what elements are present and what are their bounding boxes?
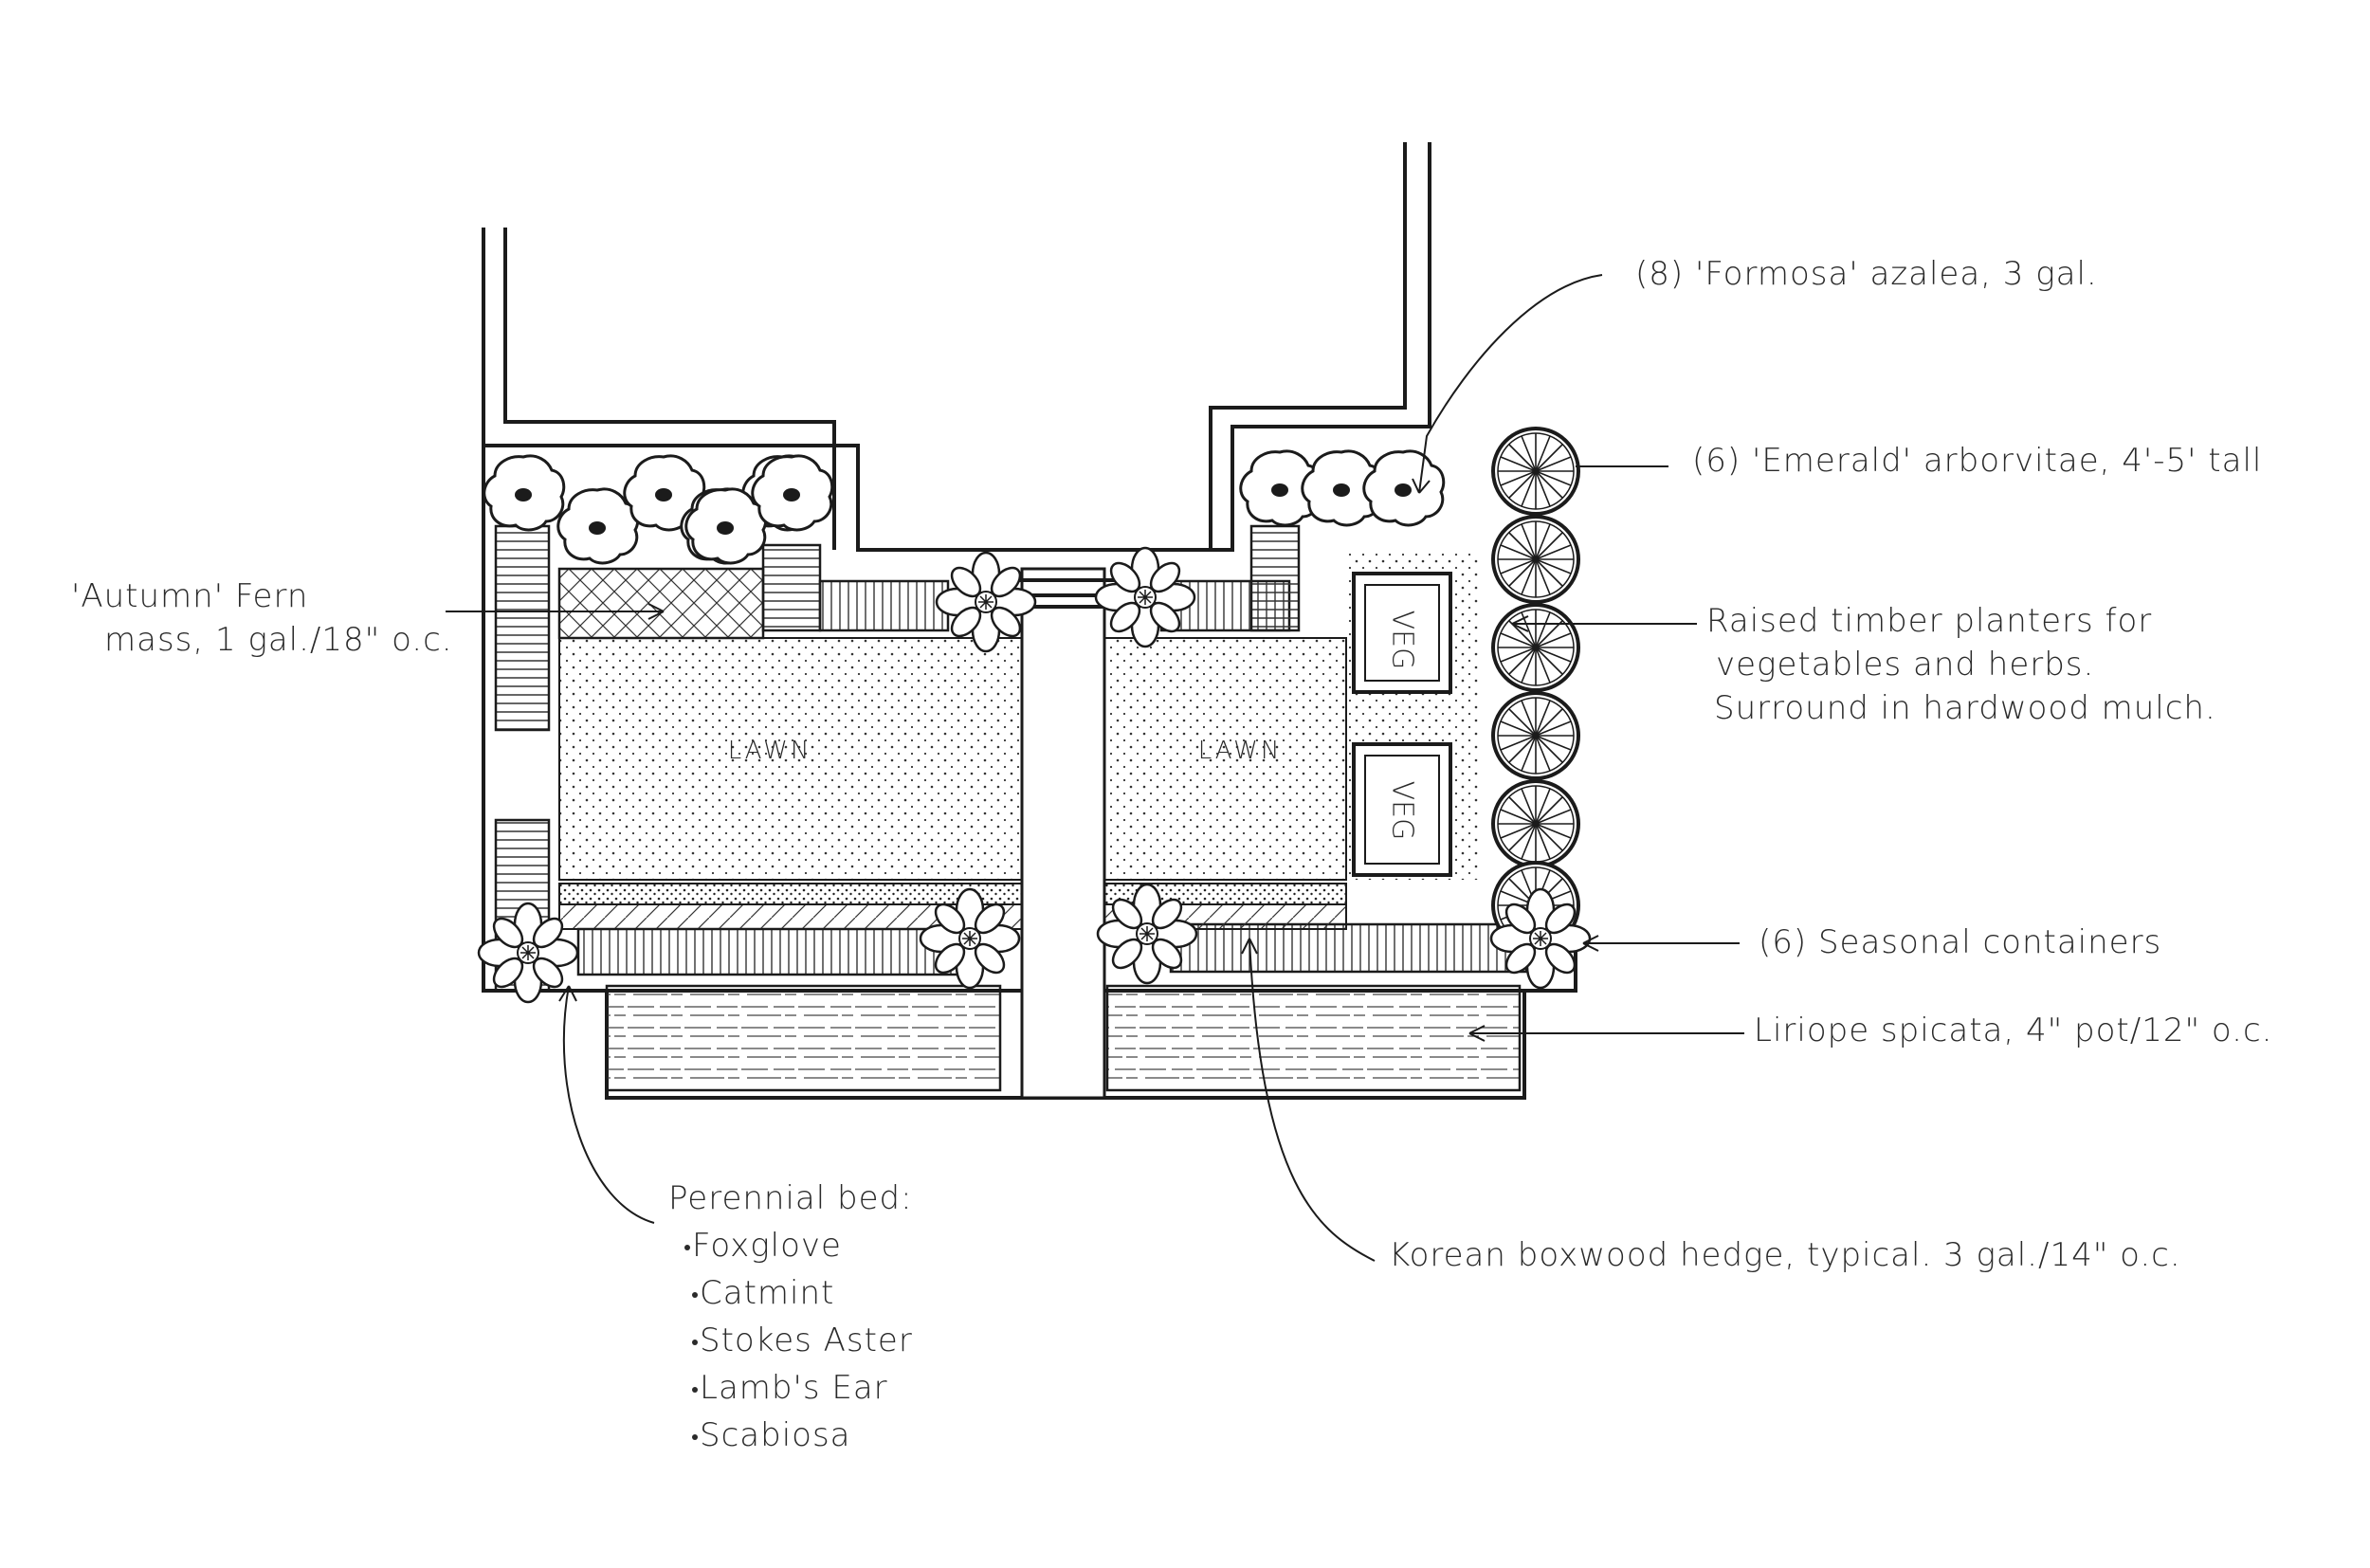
lawn-left-label: LAWN (728, 737, 812, 765)
veg-label-2: VEG (1386, 781, 1419, 841)
veg-label-1: VEG (1386, 611, 1419, 670)
callout-containers: (6) Seasonal containers (1759, 923, 2161, 961)
perennial-item-scabiosa: Scabiosa (700, 1416, 851, 1454)
callouts: (8) 'Formosa' azalea, 3 gal. (6) 'Emeral… (71, 255, 2272, 1274)
central-walkway (1003, 567, 1121, 1100)
perennial-bed-list: Perennial bed: Foxglove Catmint Stokes A… (668, 1179, 913, 1454)
leader-lines (446, 274, 1744, 1262)
perennial-item-catmint: Catmint (700, 1274, 834, 1312)
fern-mass (557, 567, 765, 640)
arborvitae-trees (1491, 427, 1580, 950)
liriope-beds (605, 984, 1522, 1092)
callout-planters-line3: Surround in hardwood mulch. (1714, 689, 2216, 727)
callout-azalea: (8) 'Formosa' azalea, 3 gal. (1635, 255, 2098, 293)
callout-planters-line1: Raised timber planters for (1706, 602, 2152, 640)
house-outline (482, 142, 1431, 552)
perennial-bed-title: Perennial bed: (668, 1179, 913, 1217)
raised-planters: VEG VEG (1352, 572, 1452, 877)
perennial-item-lambs-ear: Lamb's Ear (700, 1369, 888, 1407)
bullet-dots (684, 1245, 698, 1440)
callout-liriope: Liriope spicata, 4" pot/12" o.c. (1754, 1012, 2272, 1049)
lawn-right-label: LAWN (1198, 737, 1283, 765)
lawn-left (558, 637, 1023, 881)
callout-boxwood: Korean boxwood hedge, typical. 3 gal./14… (1389, 1236, 2181, 1274)
raised-planter-icon: VEG (1352, 742, 1452, 877)
callout-arborvitae: (6) 'Emerald' arborvitae, 4'-5' tall (1692, 442, 2262, 480)
callout-fern-line2: mass, 1 gal./18" o.c. (104, 621, 453, 659)
perennial-item-foxglove: Foxglove (692, 1227, 842, 1265)
perennial-item-stokes-aster: Stokes Aster (700, 1322, 913, 1359)
callout-fern-line1: 'Autumn' Fern (71, 577, 308, 615)
raised-planter-icon: VEG (1352, 572, 1452, 694)
callout-planters-line2: vegetables and herbs. (1716, 646, 2094, 684)
